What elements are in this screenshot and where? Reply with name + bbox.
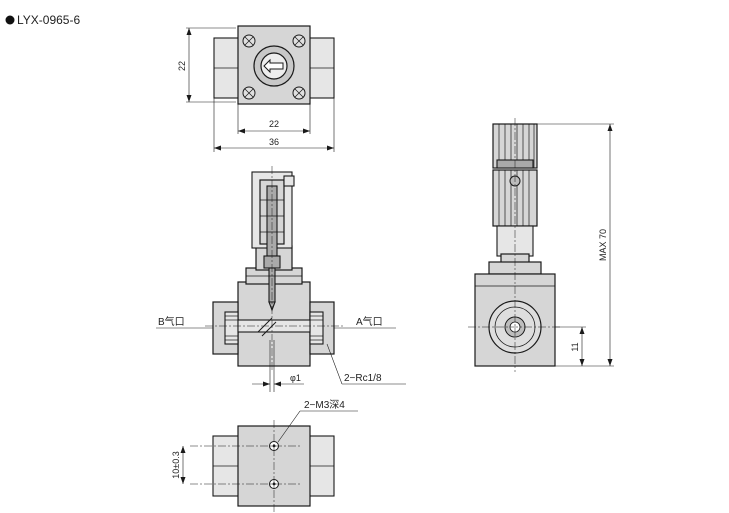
thread-spec-label: 2−Rc1/8	[344, 373, 382, 384]
max-height-label: MAX 70	[598, 229, 608, 261]
top-height-dimension: 22	[177, 61, 187, 71]
port-a-label: A气口	[356, 315, 383, 328]
screw-icon	[292, 86, 306, 100]
port-height-label: 11	[570, 342, 580, 351]
bottom-view: 10±0.3 2−M3深4	[171, 399, 358, 512]
model-title: LYX-0965-6	[17, 13, 80, 27]
top-outer-width-dimension: 36	[269, 137, 279, 147]
hole-pitch-label: 10±0.3	[171, 451, 181, 478]
orifice-diameter-label: φ1	[290, 373, 301, 383]
top-inner-width-dimension: 22	[269, 119, 279, 129]
title-bullet-icon	[5, 15, 15, 25]
top-view: 22 22 36	[177, 25, 335, 152]
screw-icon	[292, 34, 306, 48]
port-b-label: B气口	[158, 315, 185, 328]
side-view: MAX 70 11	[468, 118, 614, 372]
screw-icon	[242, 86, 256, 100]
flow-direction-arrow-icon	[263, 58, 284, 74]
front-section-view: φ1 2−Rc1/8 B气口 A气口	[156, 166, 406, 392]
mount-thread-label: 2−M3深4	[304, 399, 345, 411]
screw-icon	[242, 34, 256, 48]
